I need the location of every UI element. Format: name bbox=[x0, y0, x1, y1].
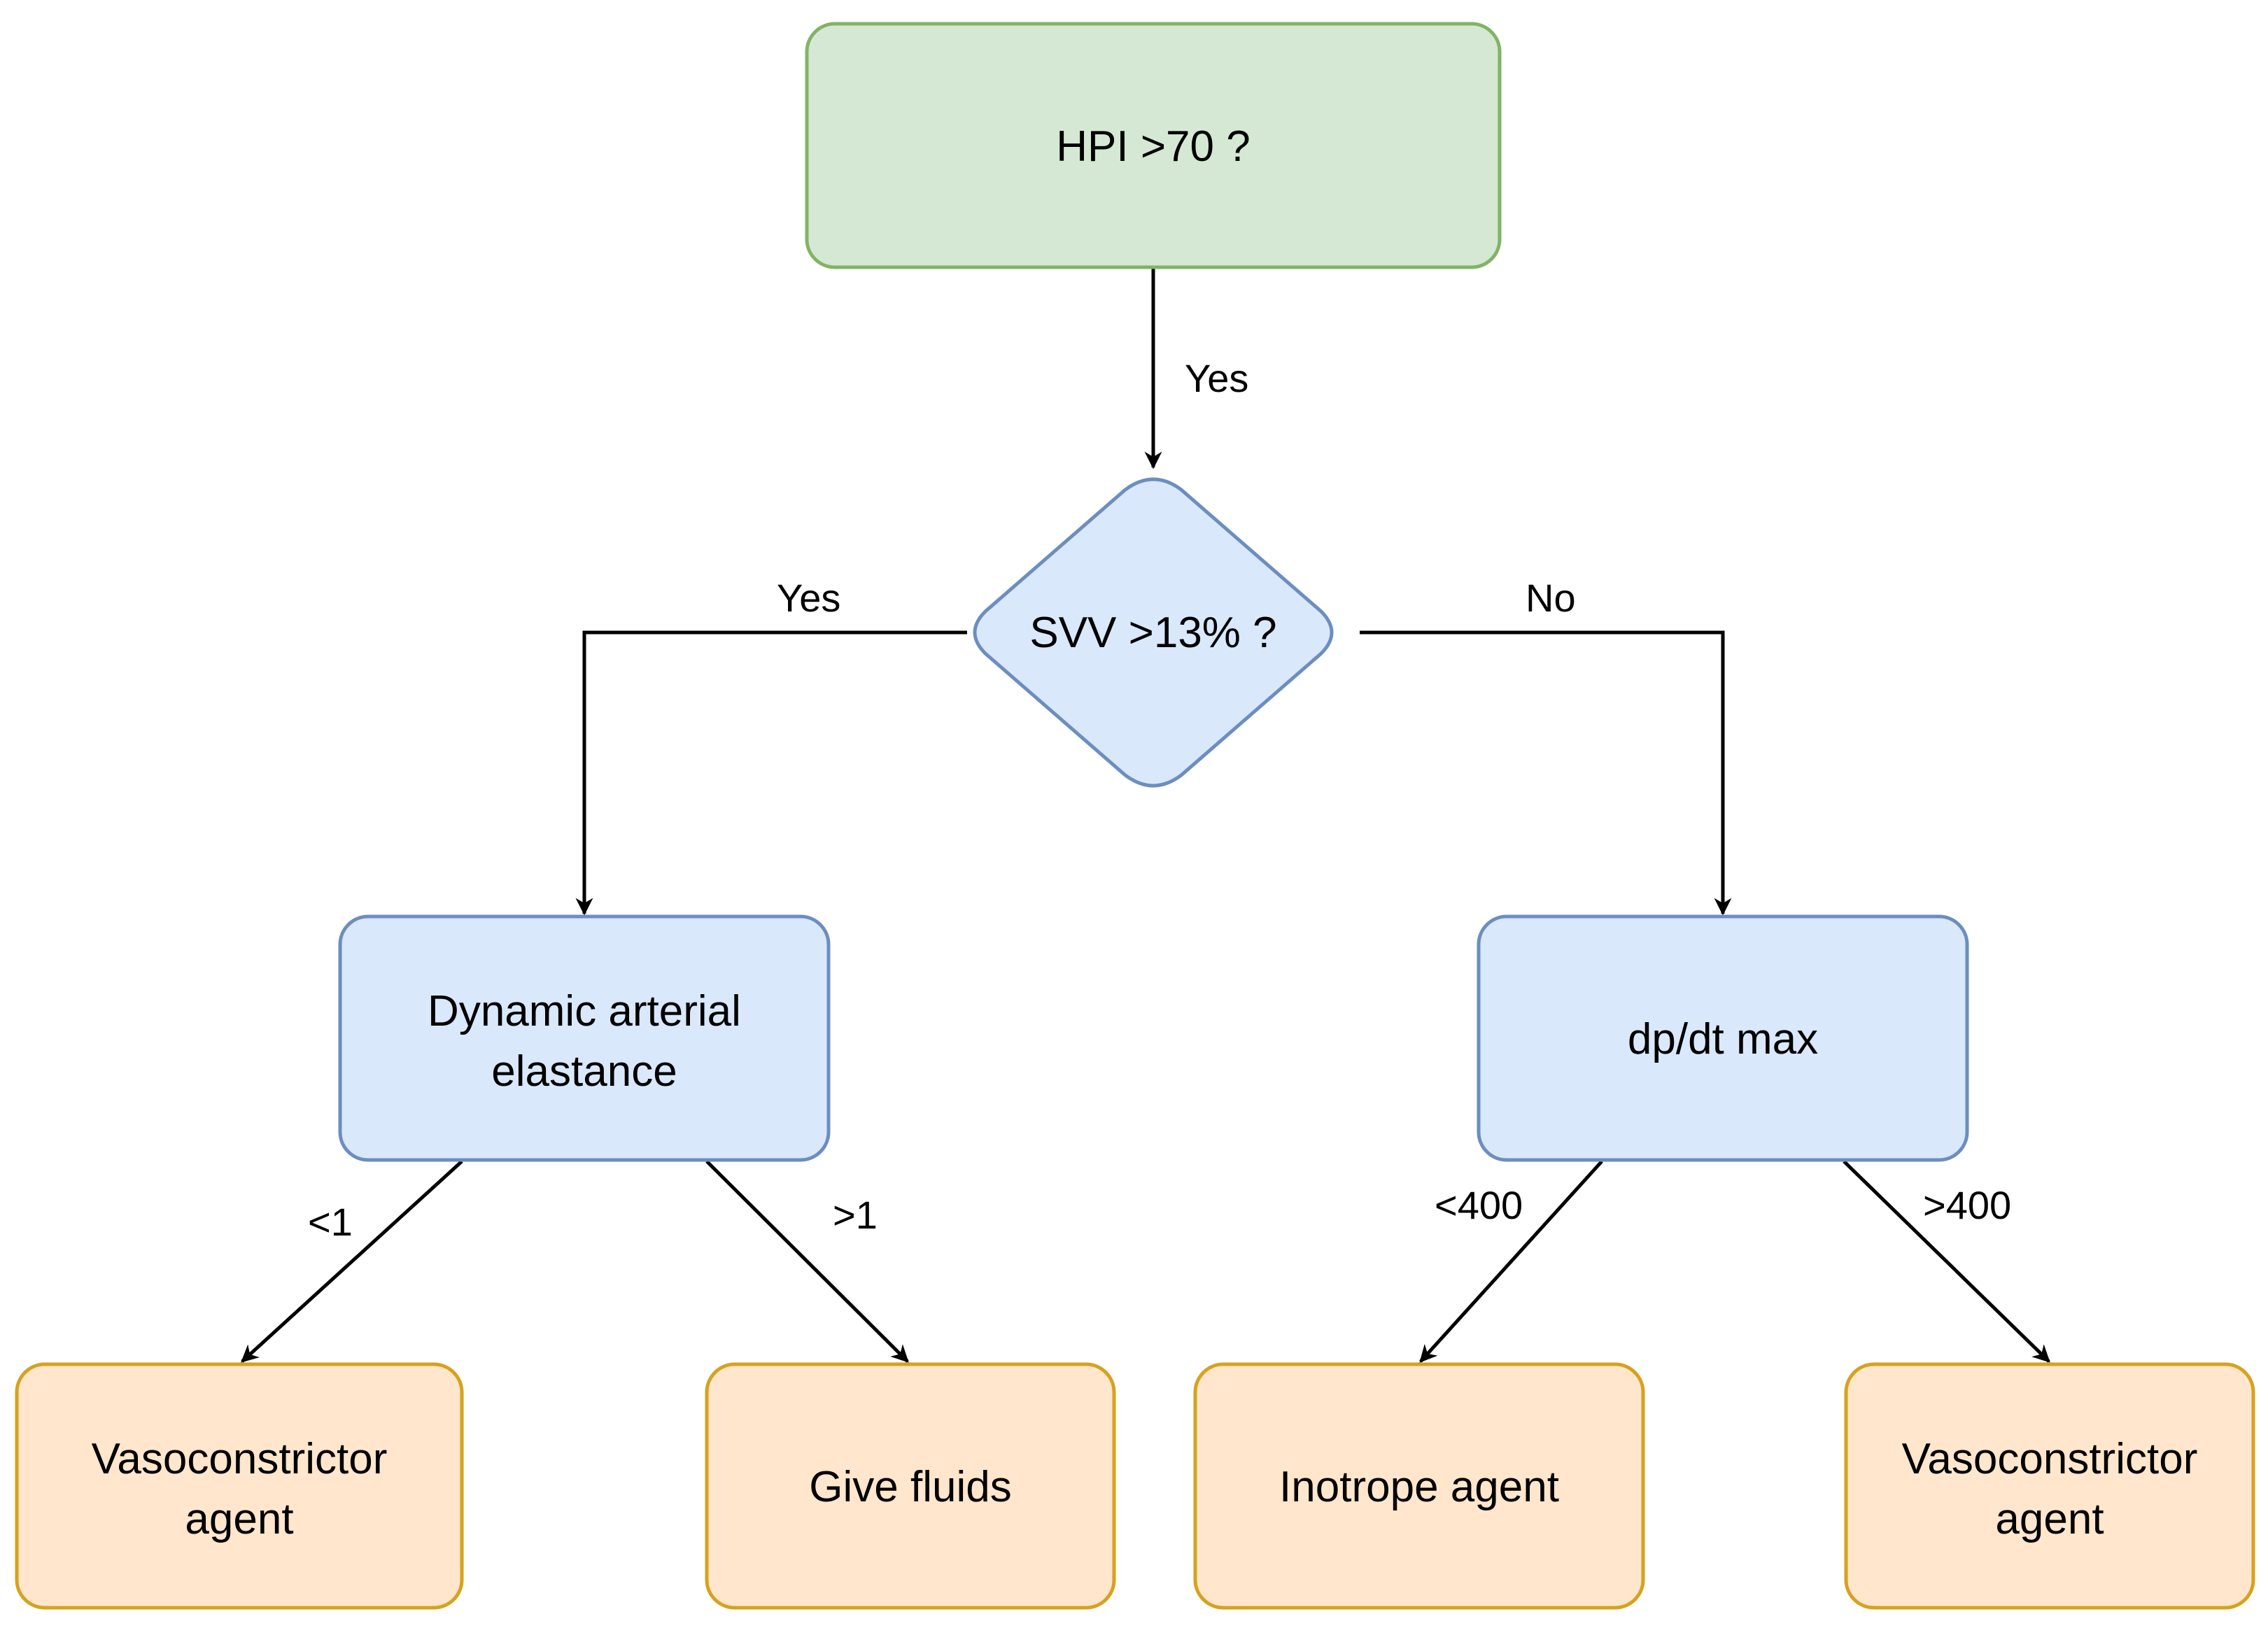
label-dae-gt: >1 bbox=[833, 1193, 878, 1237]
label-hpi-yes: Yes bbox=[1185, 356, 1248, 400]
node-dae-box bbox=[338, 914, 831, 1162]
edges bbox=[241, 267, 2050, 1363]
node-dpdt-box bbox=[1477, 914, 1969, 1162]
node-dae-label-line2: elastance bbox=[491, 1047, 677, 1096]
label-dpdt-gt: >400 bbox=[1923, 1183, 2011, 1227]
node-give-fluids: Give fluids bbox=[705, 1362, 1116, 1610]
node-hpi-label: HPI >70 ? bbox=[1056, 122, 1250, 171]
label-svv-no: No bbox=[1526, 576, 1576, 620]
edge-dpdt-gt bbox=[1843, 1160, 2050, 1363]
label-svv-yes: Yes bbox=[777, 576, 840, 620]
node-vaso-right-box bbox=[1844, 1362, 2255, 1610]
label-dpdt-lt: <400 bbox=[1435, 1183, 1523, 1227]
node-vasoconstrictor-left: Vasoconstrictor agent bbox=[15, 1362, 464, 1610]
node-vaso-left-line1: Vasoconstrictor bbox=[92, 1435, 388, 1483]
node-svv: SVV >13% ? bbox=[973, 477, 1334, 788]
node-svv-diamond bbox=[973, 477, 1334, 788]
node-vaso-right-line2: agent bbox=[1995, 1495, 2104, 1543]
node-vasoconstrictor-right: Vasoconstrictor agent bbox=[1844, 1362, 2255, 1610]
node-vaso-right-line1: Vasoconstrictor bbox=[1902, 1435, 2198, 1483]
node-inotrope-agent: Inotrope agent bbox=[1193, 1362, 1645, 1610]
node-inotrope-label: Inotrope agent bbox=[1279, 1463, 1559, 1511]
node-svv-label: SVV >13% ? bbox=[1029, 609, 1276, 657]
node-fluids-label: Give fluids bbox=[809, 1463, 1011, 1511]
edge-svv-no bbox=[1360, 630, 1732, 916]
edge-dae-lt bbox=[241, 1160, 463, 1363]
node-dae-label-line1: Dynamic arterial bbox=[428, 987, 741, 1035]
node-hpi-box bbox=[805, 22, 1502, 269]
node-fluids-box bbox=[705, 1362, 1116, 1610]
edge-svv-yes bbox=[575, 630, 967, 916]
node-inotrope-box bbox=[1193, 1362, 1645, 1610]
edge-dpdt-lt bbox=[1419, 1160, 1603, 1363]
node-vaso-left-box bbox=[15, 1362, 464, 1610]
node-dynamic-arterial-elastance: Dynamic arterial elastance bbox=[338, 914, 831, 1162]
label-dae-lt: <1 bbox=[308, 1200, 353, 1244]
edge-dae-gt bbox=[705, 1160, 909, 1363]
node-dpdt-label: dp/dt max bbox=[1628, 1015, 1818, 1063]
node-hpi: HPI >70 ? bbox=[805, 22, 1502, 269]
node-dpdt-max: dp/dt max bbox=[1477, 914, 1969, 1162]
edge-labels: Yes Yes No <1 >1 <400 >400 bbox=[308, 356, 2011, 1244]
node-vaso-left-line2: agent bbox=[185, 1495, 293, 1543]
